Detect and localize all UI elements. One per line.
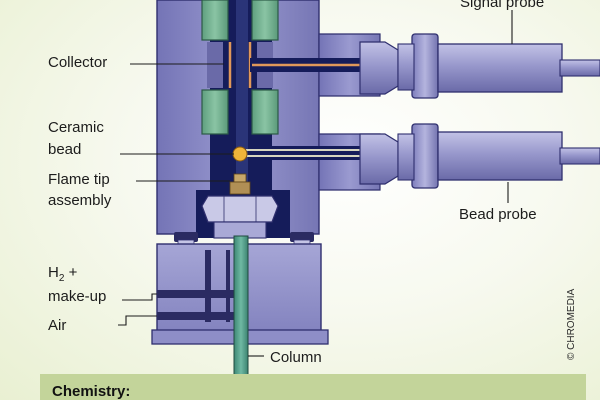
ceramic-bead-label-line2: bead — [48, 141, 81, 158]
collector-label: Collector — [48, 54, 107, 71]
leader-lines — [118, 10, 513, 357]
footer-band: Chemistry: — [40, 374, 586, 400]
column-label: Column — [270, 349, 322, 366]
bead-probe — [246, 123, 600, 191]
h2-symbol: H — [48, 264, 59, 281]
flame-tip-assembly — [201, 173, 279, 239]
makeup-label: make-up — [48, 288, 106, 305]
ceramic-bead-label-line1: Ceramic — [48, 119, 104, 136]
copyright-text: © CHROMEDIA — [566, 288, 577, 360]
h2-label: H2 + — [48, 264, 78, 284]
collector-insulators — [201, 0, 279, 135]
signal-probe — [250, 33, 600, 99]
air-label: Air — [48, 317, 66, 334]
signal-probe-label: Signal probe — [460, 0, 544, 11]
ceramic-bead-shape — [232, 146, 248, 162]
bead-probe-label: Bead probe — [459, 206, 537, 223]
flame-tip-label-line1: Flame tip — [48, 171, 110, 188]
column-tube — [233, 235, 249, 400]
h2-plus: + — [64, 264, 77, 281]
flame-tip-label-line2: assembly — [48, 192, 112, 209]
h2-subscript: 2 — [59, 273, 65, 284]
chemistry-label: Chemistry: — [52, 383, 130, 400]
